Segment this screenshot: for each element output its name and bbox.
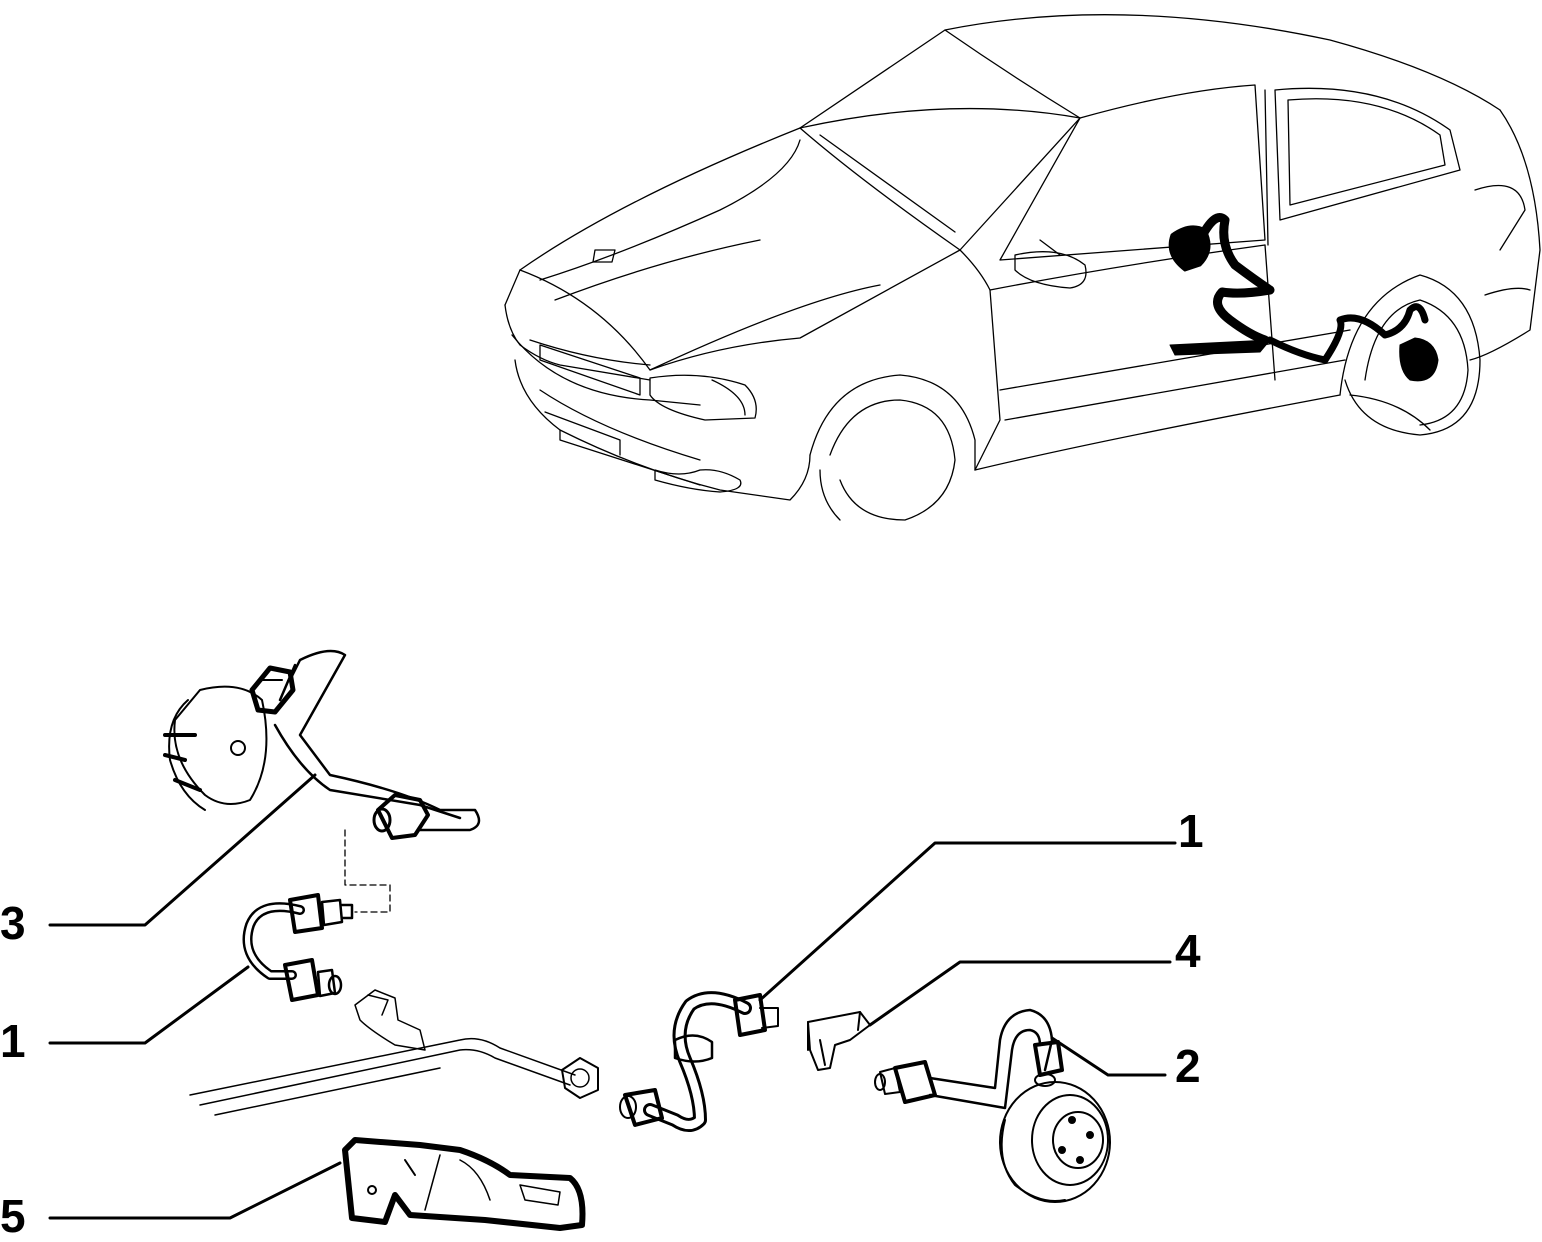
callout-5-left: 5 <box>0 1190 26 1242</box>
callout-3-left: 3 <box>0 897 26 949</box>
leader-1-right <box>758 841 1177 1002</box>
part-1-center-brake-hose <box>619 991 779 1132</box>
callout-1-left: 1 <box>0 1015 26 1067</box>
callout-leader-lines <box>48 773 1177 1220</box>
callout-1-right: 1 <box>1178 805 1204 857</box>
leader-3-left <box>48 773 317 927</box>
part-2-brake-pipe-assembly <box>874 1008 1111 1203</box>
part-5-shield-plate <box>342 1137 586 1231</box>
part-1-left-brake-hose <box>242 893 354 1002</box>
leader-2-right <box>1050 1036 1167 1077</box>
part-4-bracket <box>807 1011 871 1071</box>
leader-1-left <box>48 965 250 1045</box>
callout-2-right: 2 <box>1175 1040 1201 1092</box>
part-3-brake-pipe-assembly <box>163 649 481 913</box>
rigid-brake-line <box>189 989 599 1116</box>
leader-4-right <box>868 960 1172 1027</box>
car-illustration <box>504 14 1541 521</box>
car-brake-line-highlight <box>1168 213 1439 382</box>
callout-4-right: 4 <box>1175 925 1201 977</box>
leader-5-left <box>48 1161 342 1220</box>
